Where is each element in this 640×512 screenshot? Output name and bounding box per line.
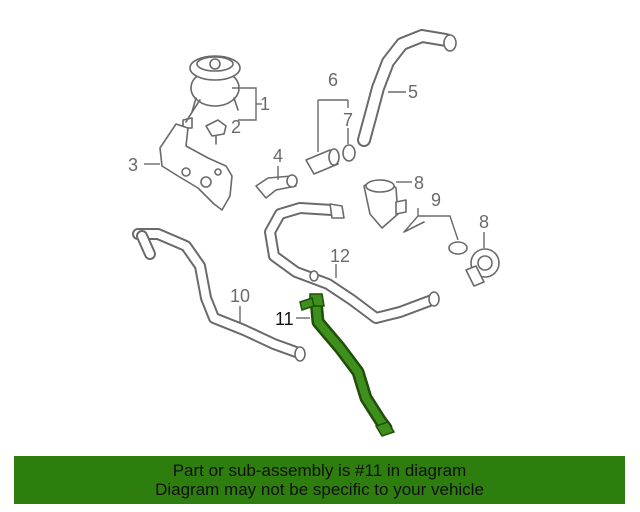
part-3-bracket[interactable] bbox=[159, 123, 233, 211]
callout-7: 7 bbox=[343, 110, 353, 130]
part-8-valve-lower[interactable] bbox=[465, 248, 500, 287]
parts-diagram: 1 2 3 4 5 6 7 8 9 8 10 12 11 bbox=[128, 29, 500, 437]
part-7-o-ring[interactable] bbox=[342, 144, 356, 162]
part-11-hose-highlighted[interactable] bbox=[299, 293, 396, 437]
callout-2: 2 bbox=[231, 117, 241, 137]
part-10-hose[interactable] bbox=[132, 228, 306, 362]
part-2-connector[interactable] bbox=[205, 119, 227, 145]
callout-6: 6 bbox=[328, 70, 338, 90]
part-8-valve-upper[interactable] bbox=[363, 179, 407, 229]
info-banner: Part or sub-assembly is #11 in diagram D… bbox=[14, 456, 625, 504]
leader-lines bbox=[144, 87, 485, 322]
callout-3: 3 bbox=[128, 155, 138, 175]
callout-5: 5 bbox=[408, 82, 418, 102]
part-9-gasket[interactable] bbox=[403, 221, 468, 255]
callout-9: 9 bbox=[431, 190, 441, 210]
callout-8-upper: 8 bbox=[414, 173, 424, 193]
callout-12: 12 bbox=[330, 246, 350, 266]
callout-10: 10 bbox=[230, 286, 250, 306]
part-6-check-valve[interactable] bbox=[305, 148, 340, 175]
part-2-plug bbox=[182, 117, 193, 129]
part-1-air-pump[interactable] bbox=[185, 55, 241, 123]
callout-4: 4 bbox=[273, 146, 283, 166]
part-5-upper-hose[interactable] bbox=[357, 29, 457, 147]
part-12-hose[interactable] bbox=[264, 202, 440, 324]
part-4-elbow-hose[interactable] bbox=[255, 174, 298, 199]
banner-line-1: Part or sub-assembly is #11 in diagram bbox=[172, 461, 467, 480]
callout-8-lower: 8 bbox=[479, 212, 489, 232]
banner-line-2: Diagram may not be specific to your vehi… bbox=[155, 480, 484, 499]
callout-1: 1 bbox=[260, 94, 270, 114]
callout-11: 11 bbox=[275, 309, 294, 329]
